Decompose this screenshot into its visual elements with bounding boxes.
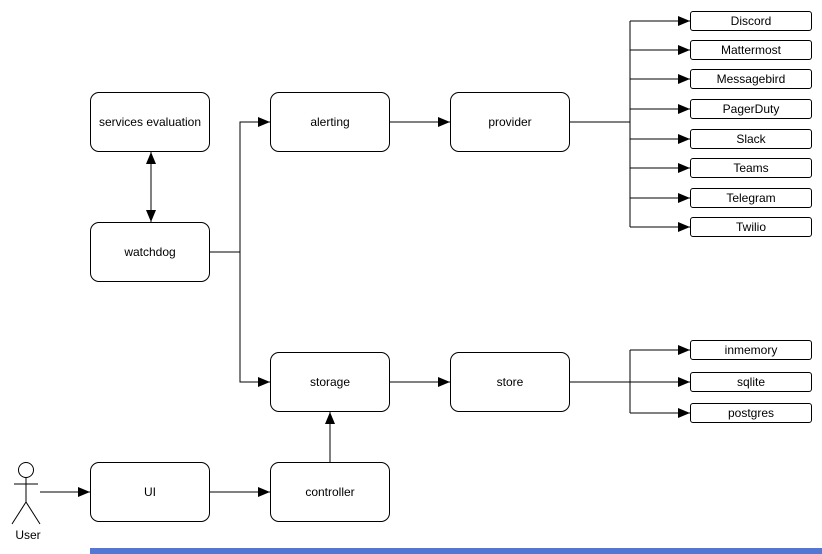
node-storage-label: storage xyxy=(309,375,351,389)
provider-item-label: Messagebird xyxy=(716,72,786,86)
provider-item-label: Discord xyxy=(730,14,772,28)
provider-item-label: Telegram xyxy=(726,191,776,205)
node-watchdog-label: watchdog xyxy=(124,245,176,259)
node-store-label: store xyxy=(496,375,524,389)
user-actor-icon xyxy=(11,462,41,525)
provider-item-label: Mattermost xyxy=(720,43,781,57)
node-alerting-label: alerting xyxy=(310,115,350,129)
node-controller-label: controller xyxy=(305,485,355,499)
store-item-label: inmemory xyxy=(724,343,778,357)
provider-item-label: PagerDuty xyxy=(722,102,780,116)
node-watchdog[interactable]: watchdog xyxy=(90,222,210,282)
store-item-inmemory[interactable]: inmemory xyxy=(690,340,812,360)
node-services-evaluation-label: services evaluation xyxy=(98,115,202,129)
provider-item-slack[interactable]: Slack xyxy=(690,129,812,149)
store-item-label: postgres xyxy=(727,406,775,420)
user-actor-label: User xyxy=(15,528,41,542)
provider-item-teams[interactable]: Teams xyxy=(690,158,812,178)
node-controller[interactable]: controller xyxy=(270,462,390,522)
provider-item-telegram[interactable]: Telegram xyxy=(690,188,812,208)
provider-item-label: Teams xyxy=(733,161,769,175)
connector-watchdog-alerting xyxy=(239,117,270,252)
horizontal-scrollbar[interactable] xyxy=(90,548,822,554)
store-item-postgres[interactable]: postgres xyxy=(690,403,812,423)
provider-item-messagebird[interactable]: Messagebird xyxy=(690,69,812,89)
node-provider-label: provider xyxy=(488,115,532,129)
provider-item-discord[interactable]: Discord xyxy=(690,11,812,31)
node-provider[interactable]: provider xyxy=(450,92,570,152)
store-item-label: sqlite xyxy=(736,375,765,389)
node-alerting[interactable]: alerting xyxy=(270,92,390,152)
node-storage[interactable]: storage xyxy=(270,352,390,412)
provider-item-mattermost[interactable]: Mattermost xyxy=(690,40,812,60)
provider-item-pagerduty[interactable]: PagerDuty xyxy=(690,99,812,119)
connector-watchdog-storage xyxy=(239,252,270,387)
node-ui[interactable]: UI xyxy=(90,462,210,522)
node-services-evaluation[interactable]: services evaluation xyxy=(90,92,210,152)
provider-item-label: Twilio xyxy=(735,220,766,234)
node-store[interactable]: store xyxy=(450,352,570,412)
store-item-sqlite[interactable]: sqlite xyxy=(690,372,812,392)
node-ui-label: UI xyxy=(144,485,156,499)
provider-item-twilio[interactable]: Twilio xyxy=(690,217,812,237)
provider-item-label: Slack xyxy=(736,132,766,146)
